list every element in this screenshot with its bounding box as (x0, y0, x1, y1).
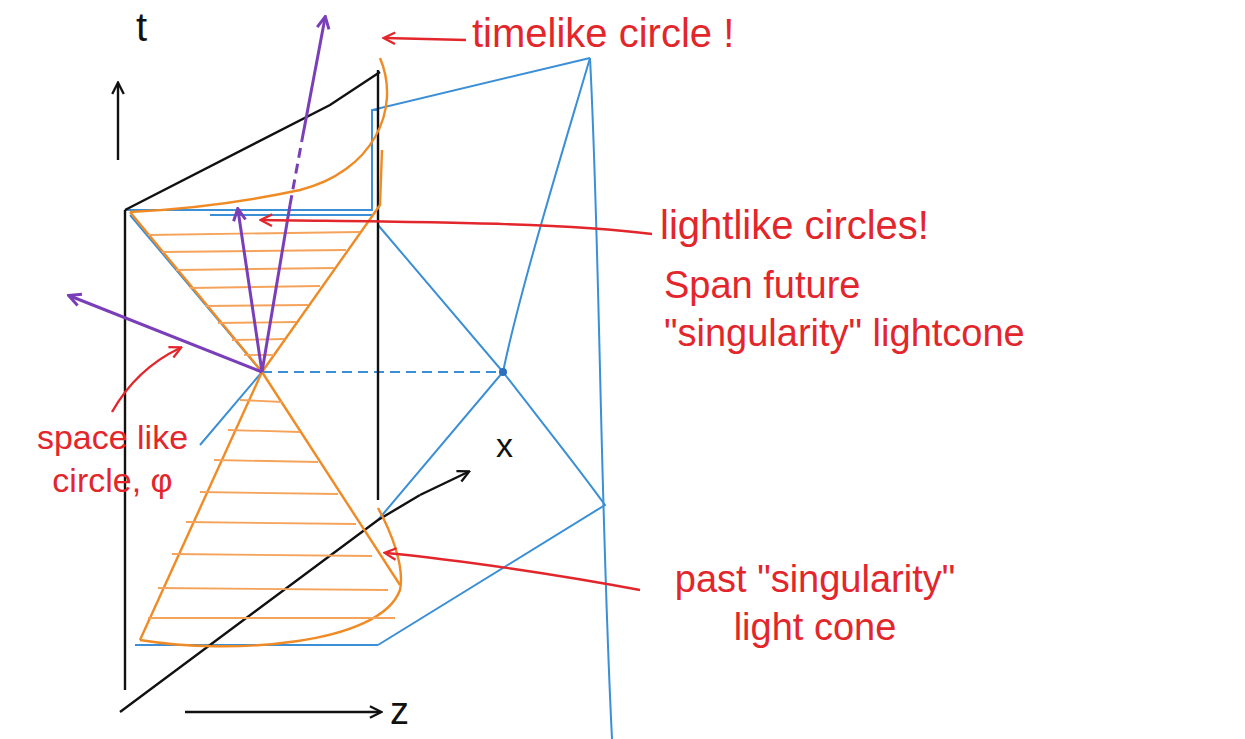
callout-text: Span future "singularity" lightcone (664, 262, 1054, 357)
axes-frame (118, 70, 468, 712)
callout-text: past "singularity" light cone (650, 556, 980, 651)
callout-text: lightlike circles! (660, 200, 929, 250)
axis-label: t (136, 2, 147, 52)
leader-arrows (112, 38, 652, 590)
blue-planes (125, 58, 612, 739)
callout-text: timelike circle ! (472, 8, 734, 58)
callout-text: space like circle, φ (10, 416, 215, 501)
apex-dot (499, 368, 507, 376)
circle-arrows (70, 18, 325, 372)
axis-label: z (390, 688, 409, 736)
axis-label: x (496, 424, 513, 467)
